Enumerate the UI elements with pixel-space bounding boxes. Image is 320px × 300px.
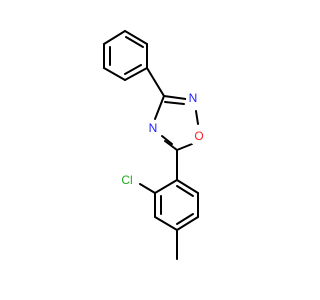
bond-phenyl-3 [124,67,148,81]
molecule-diagram: N O N Cl [103,30,207,260]
bond-aryl-4-inner [176,213,194,225]
oxygen-o1-label-bg [191,128,207,144]
chlorine-cl1-label-bg [117,173,137,188]
bond-aryl-6 [176,179,199,194]
bond-phenyl-3-inner [124,64,142,75]
bond-n2-o1 [195,110,199,125]
bond-phenyl-1 [124,30,148,45]
oxygen-o1-atom: O [191,128,207,144]
bond-aryl-1 [154,179,178,194]
bond-o1-c5 [176,143,193,151]
nitrogen-n1-label: N [149,121,158,135]
atom-labels: N O N Cl [117,91,207,188]
bond-aryl-3 [154,216,178,231]
bond-aryl-cl [139,183,156,194]
bond-c3-n2 [163,95,187,100]
bond-c5-n1-inner [161,135,173,145]
nitrogen-n1-atom: N [146,120,161,135]
bond-n1-c3 [154,95,165,120]
bond-c5-n1 [164,140,178,151]
nitrogen-n2-atom: N [186,91,201,106]
bond-aryl-4 [176,216,199,231]
chlorine-cl1-atom: Cl [117,173,137,188]
bond-aryl-6-inner [176,185,194,197]
bond-phenyl-4 [103,67,126,81]
bonds [103,30,199,260]
nitrogen-n2-label-bg [186,91,201,106]
nitrogen-n2-label: N [189,91,198,105]
bond-phenyl-oxadiazole [146,67,165,97]
nitrogen-n1-label-bg [146,120,161,135]
bond-c3-n2-inner [164,101,185,105]
oxygen-o1-label: O [194,129,203,143]
bond-phenyl-6 [103,30,126,45]
bond-phenyl-1-inner [125,36,144,48]
chlorine-cl1-label: Cl [121,173,132,187]
